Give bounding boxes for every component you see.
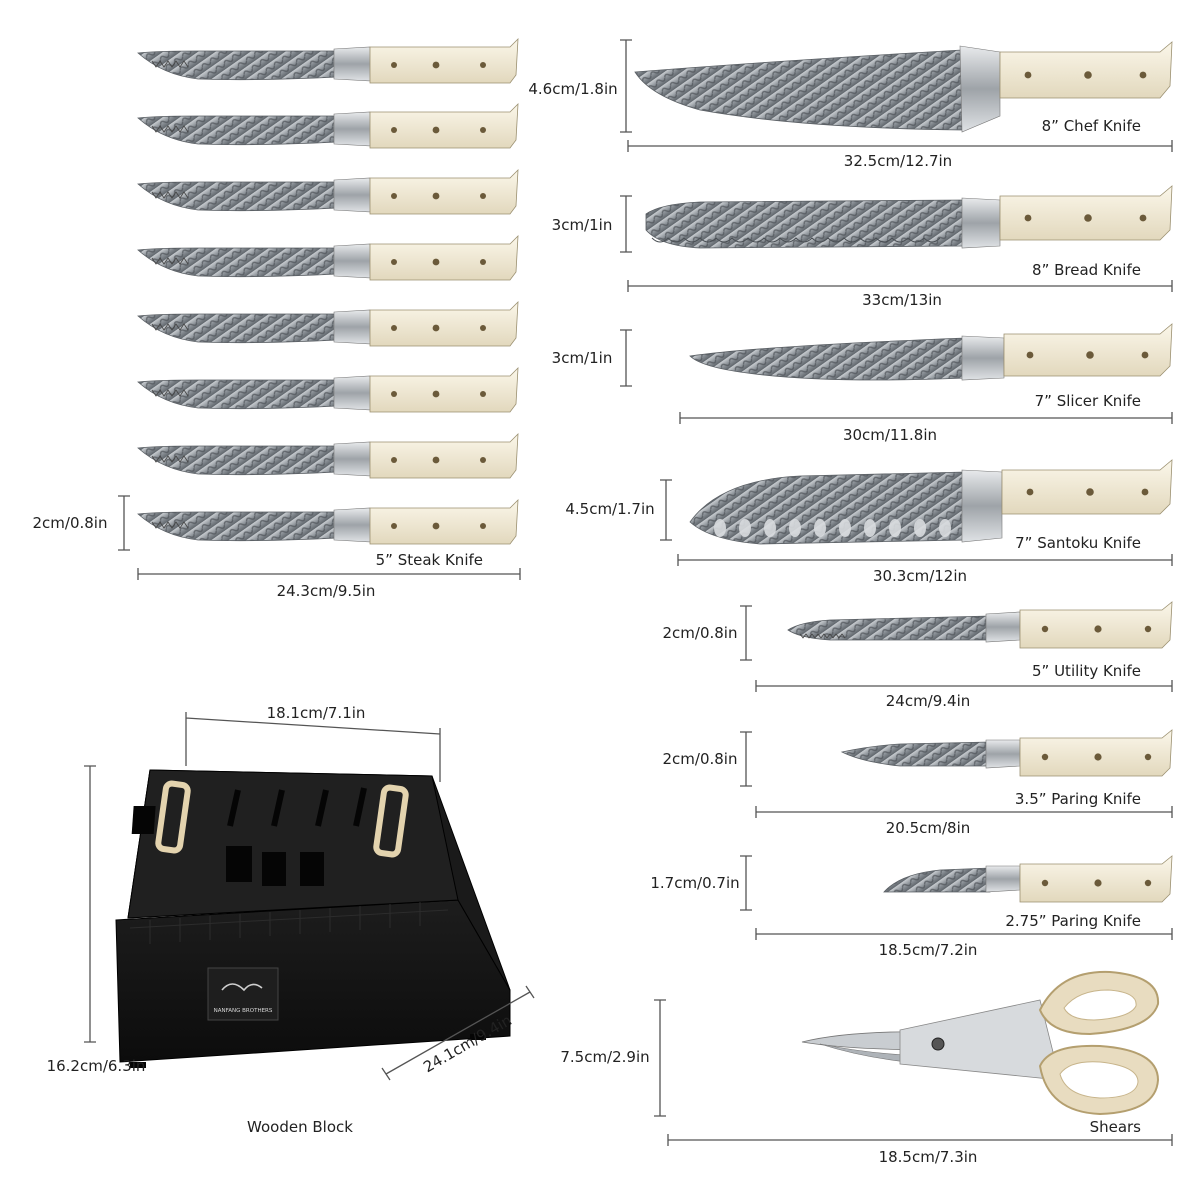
shears: [801, 970, 1160, 1116]
chef-knife: [634, 41, 1173, 133]
shears-label: Shears: [1090, 1118, 1142, 1136]
paring-knife-275-height: 1.7cm/0.7in: [650, 874, 739, 892]
utility-knife-width: 24cm/9.4in: [886, 692, 971, 710]
paring-knife-275: [883, 855, 1173, 903]
utility-knife: [787, 601, 1173, 649]
brand-badge: [207, 967, 279, 1021]
shears-height: 7.5cm/2.9in: [560, 1048, 649, 1066]
slicer-knife-label: 7” Slicer Knife: [1035, 392, 1141, 410]
chef-knife-height: 4.6cm/1.8in: [528, 80, 617, 98]
paring-knife-275-width: 18.5cm/7.2in: [879, 941, 978, 959]
bread-knife-height: 3cm/1in: [552, 216, 613, 234]
steak-dimensions: [118, 495, 521, 580]
bread-knife: [645, 185, 1173, 249]
steak-knife-8: [137, 498, 519, 545]
santoku-knife-label: 7” Santoku Knife: [1015, 534, 1141, 552]
paring-knife-35: [840, 729, 1173, 777]
steak-knife-3: [137, 168, 519, 215]
paring-knife-35-width: 20.5cm/8in: [886, 819, 971, 837]
paring-knife-275-label: 2.75” Paring Knife: [1005, 912, 1141, 930]
steak-knife-1: [137, 37, 519, 84]
chef-knife-label: 8” Chef Knife: [1042, 117, 1141, 135]
steak-knife-7: [137, 432, 519, 479]
brand-name: NANFANG BROTHERS: [214, 1008, 273, 1014]
utility-knife-height: 2cm/0.8in: [663, 624, 738, 642]
steak-knife-stack: [137, 37, 519, 545]
steak-knife-width: 24.3cm/9.5in: [277, 582, 376, 600]
utility-knife-label: 5” Utility Knife: [1032, 662, 1141, 680]
steak-knife-label: 5” Steak Knife: [376, 551, 483, 569]
santoku-knife: [689, 459, 1173, 545]
slicer-knife-height: 3cm/1in: [552, 349, 613, 367]
wooden-block: NANFANG BROTHERS: [115, 769, 511, 1068]
right-dimensions: [620, 39, 1173, 1146]
slicer-knife-width: 30cm/11.8in: [843, 426, 937, 444]
bread-knife-label: 8” Bread Knife: [1032, 261, 1141, 279]
santoku-knife-height: 4.5cm/1.7in: [565, 500, 654, 518]
block-label: Wooden Block: [247, 1118, 353, 1136]
steak-knife-6: [137, 366, 519, 413]
block-dimensions: [84, 712, 535, 1081]
steak-knife-2: [137, 102, 519, 149]
block-width: 18.1cm/7.1in: [267, 704, 366, 722]
steak-knife-5: [137, 300, 519, 347]
paring-knife-35-label: 3.5” Paring Knife: [1015, 790, 1141, 808]
bread-knife-width: 33cm/13in: [862, 291, 942, 309]
brand-logo-icon: [221, 983, 263, 992]
slicer-knife: [689, 323, 1173, 381]
steak-knife-4: [137, 234, 519, 281]
paring-knife-35-height: 2cm/0.8in: [663, 750, 738, 768]
block-height: 16.2cm/6.3in: [47, 1057, 146, 1075]
chef-knife-width: 32.5cm/12.7in: [844, 152, 952, 170]
santoku-knife-width: 30.3cm/12in: [873, 567, 967, 585]
steak-knife-height: 2cm/0.8in: [33, 514, 108, 532]
shears-width: 18.5cm/7.3in: [879, 1148, 978, 1166]
